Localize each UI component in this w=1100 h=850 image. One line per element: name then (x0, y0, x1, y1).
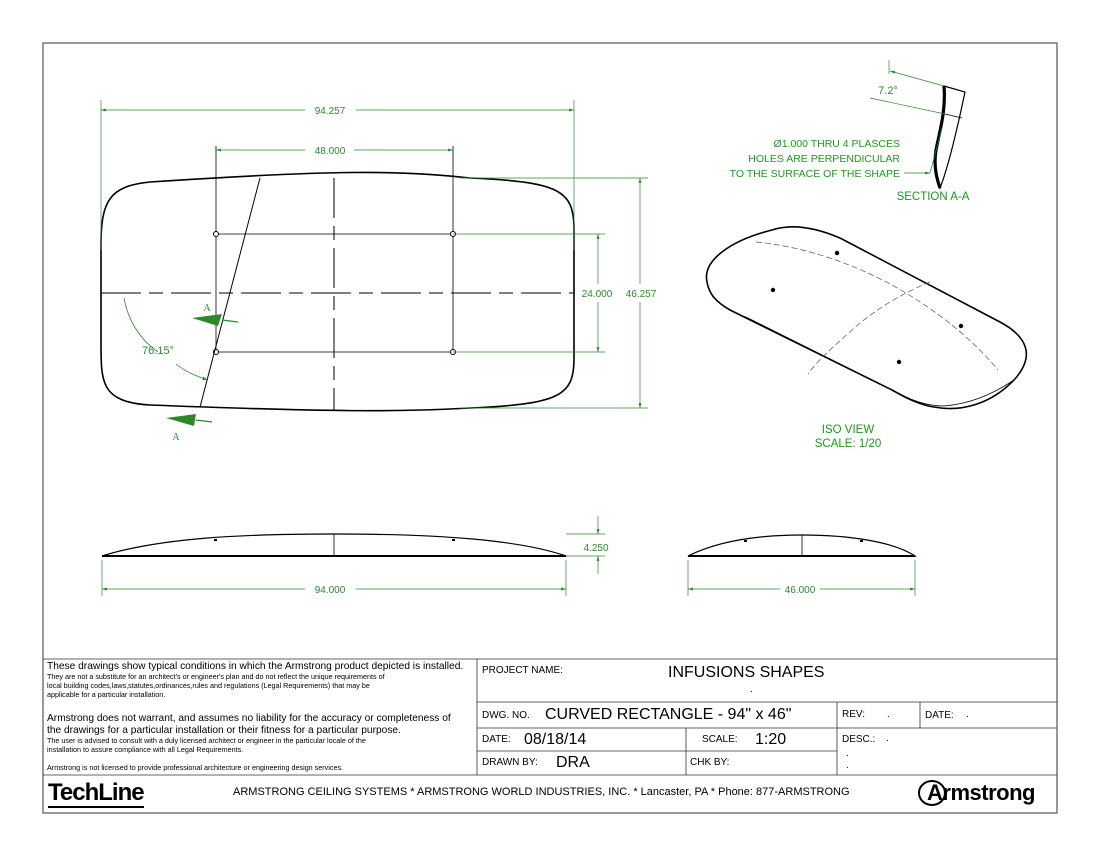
armstrong-logo-mark (918, 780, 946, 806)
section-arrow (192, 314, 222, 326)
section-cut-line (199, 177, 261, 408)
disclaimer-p2-line3: The user is advised to consult with a du… (47, 736, 366, 745)
disclaimer-p1-line1: These drawings show typical conditions i… (47, 661, 464, 672)
disclaimer-p2-line4: installation to assure compliance with a… (47, 745, 244, 754)
side-elevation-short: 46.000 (687, 534, 917, 596)
plan-dimensions: 94.257 48.000 24.000 46.257 76.15° A A (100, 100, 657, 443)
dim-side-length-long: 94.000 (315, 585, 346, 596)
project-name: INFUSIONS SHAPES (668, 664, 825, 681)
rev-value: . (887, 709, 890, 720)
project-name-label: PROJECT NAME: (482, 665, 563, 676)
rev-label: REV: (842, 709, 865, 720)
plan-view (100, 146, 575, 412)
hole-marker (958, 323, 964, 329)
drawn-by-label: DRAWN BY: (482, 757, 538, 768)
section-arrow (166, 414, 196, 426)
dim-overall-depth: 46.257 (626, 289, 657, 300)
hole-marker (770, 287, 776, 293)
dim-height: 4.250 (583, 543, 608, 554)
techline-logo: TechLine (48, 779, 145, 808)
dim-angle: 76.15° (142, 345, 174, 357)
section-marker-top: A (203, 303, 211, 314)
desc-value: . (886, 733, 889, 744)
side-elevation-long: 4.250 94.000 (101, 516, 609, 596)
title-block-grid (43, 658, 1057, 776)
date-value: 08/18/14 (524, 731, 587, 748)
footer-text: ARMSTRONG CEILING SYSTEMS * ARMSTRONG WO… (233, 786, 850, 798)
iso-view: ISO VIEW SCALE: 1/20 (705, 225, 1028, 450)
dim-overall-width: 94.257 (315, 106, 346, 117)
sheet-border (42, 42, 1058, 814)
date-right-label: DATE: (925, 710, 954, 721)
armstrong-logo-text: Armstrong (927, 780, 1035, 805)
disclaimer-p2-line1: Armstrong does not warrant, and assumes … (47, 713, 451, 724)
project-sub: . (750, 684, 753, 695)
iso-view-label: ISO VIEW (822, 424, 875, 436)
hole-note-line3: TO THE SURFACE OF THE SHAPE (730, 168, 900, 180)
dwg-no: CURVED RECTANGLE - 94" x 46" (545, 706, 792, 723)
disclaimer-p1-line4: applicable for a particular installation… (47, 690, 166, 699)
techline-logo-text: TechLine (48, 779, 145, 806)
disclaimer-p2-line2: the drawings for a particular installati… (47, 725, 401, 736)
disclaimer-p3: Armstrong is not licensed to provide pro… (47, 763, 344, 772)
disclaimer-p1-line2: They are not a substitute for an archite… (47, 672, 385, 681)
hole-marker (896, 359, 902, 365)
dim-side-length-short: 46.000 (785, 585, 816, 596)
date-label: DATE: (482, 734, 511, 745)
date-right-value: . (966, 709, 969, 720)
dim-hole-spacing-x: 48.000 (315, 146, 346, 157)
hole-note-line2: HOLES ARE PERPENDICULAR (748, 153, 900, 165)
dim-section-angle: 7.2° (878, 85, 898, 97)
drawn-by: DRA (556, 754, 590, 771)
chk-by-label: CHK BY: (690, 757, 730, 768)
scale-value: 1:20 (755, 731, 787, 748)
hole-marker (834, 250, 840, 256)
iso-view-scale: SCALE: 1/20 (815, 438, 881, 450)
armstrong-logo: Armstrong (918, 779, 1050, 806)
desc-dot: . (846, 748, 849, 759)
desc-dot: . (846, 760, 849, 771)
plan-outline (100, 171, 575, 412)
scale-label: SCALE: (702, 734, 738, 745)
section-marker-bottom: A (172, 432, 180, 443)
desc-label: DESC.: (842, 734, 876, 745)
section-a-a: 7.2° Ø1.000 THRU 4 PLASCES HOLES ARE PER… (730, 60, 970, 203)
section-label: SECTION A-A (897, 191, 970, 203)
disclaimer-p1-line3: local building codes,laws,statutes,ordin… (47, 681, 370, 690)
dim-hole-spacing-y: 24.000 (582, 289, 613, 300)
hole-note-line1: Ø1.000 THRU 4 PLASCES (774, 138, 900, 150)
dwg-no-label: DWG. NO. (482, 710, 530, 721)
hole-marker (213, 231, 219, 237)
